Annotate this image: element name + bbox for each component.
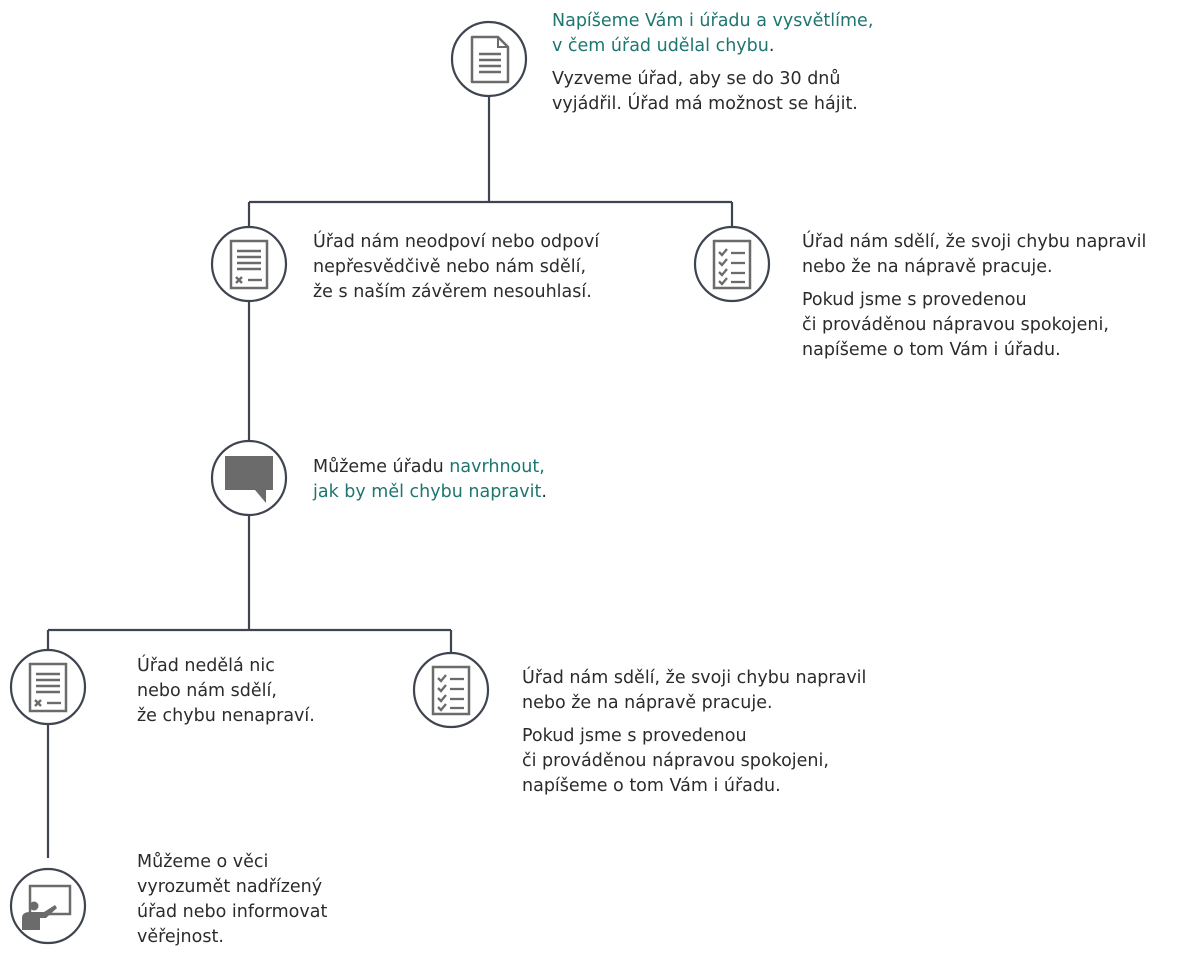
step2-right-paragraph: Pokud jsme s provedenou či prováděnou náp… — [802, 288, 1184, 363]
step4-left-text: Úřad nedělá nic nebo nám sdělí, že chybu n… — [137, 654, 397, 729]
step2-right-text: Úřad nám sdělí, že svoji chybu napravil n… — [802, 230, 1184, 363]
step4-right-line: Pokud jsme s provedenou — [522, 726, 747, 746]
step5-line: úřad nebo informovat — [137, 902, 328, 922]
step1-highlight-line2: v čem úřad udělal chybu — [552, 36, 769, 56]
step1-highlight-paragraph: Napíšeme Vám i úřadu a vysvětlíme, v čem … — [552, 9, 972, 59]
step4-right-paragraph: Úřad nám sdělí, že svoji chybu napravil n… — [522, 666, 942, 716]
step1-highlight-line1: Napíšeme Vám i úřadu a vysvětlíme, — [552, 11, 874, 31]
step3-paragraph: Můžeme úřadu navrhnout, jak by měl chybu … — [313, 455, 673, 505]
presentation-icon — [9, 867, 87, 945]
step3-highlight-line2: jak by měl chybu napravit — [313, 482, 542, 502]
step5-paragraph: Můžeme o věci vyrozumět nadřízený úřad neb… — [137, 850, 417, 950]
step4-right-line: či prováděnou nápravou spokojeni, — [522, 751, 829, 771]
step1-line: Vyzveme úřad, aby se do 30 dnů — [552, 69, 841, 89]
step2-right-line: Pokud jsme s provedenou — [802, 290, 1027, 310]
step5-line: věřejnost. — [137, 927, 224, 947]
step2-right-line: napíšeme o tom Vám i úřadu. — [802, 340, 1061, 360]
step4-right-line: Úřad nám sdělí, že svoji chybu napravil — [522, 668, 867, 688]
step4-left-paragraph: Úřad nedělá nic nebo nám sdělí, že chybu n… — [137, 654, 397, 729]
step4-left-line: že chybu nenapraví. — [137, 706, 315, 726]
rejected-document-icon — [9, 648, 87, 726]
step5-line: Můžeme o věci — [137, 852, 269, 872]
step3-period: . — [541, 482, 547, 502]
step1-text: Napíšeme Vám i úřadu a vysvětlíme, v čem … — [552, 9, 972, 117]
step3-start: Můžeme úřadu — [313, 457, 450, 477]
step4-right-text: Úřad nám sdělí, že svoji chybu napravil n… — [522, 666, 942, 799]
step4-right-line: nebo že na nápravě pracuje. — [522, 693, 773, 713]
step4-left-line: nebo nám sdělí, — [137, 681, 277, 701]
step5-line: vyrozumět nadřízený — [137, 877, 323, 897]
connector-lines — [46, 97, 734, 858]
step4-right-paragraph: Pokud jsme s provedenou či prováděnou náp… — [522, 724, 942, 799]
step1-line: vyjádřil. Úřad má možnost se hájit. — [552, 94, 858, 114]
checklist-icon — [412, 651, 490, 729]
step2-right-line: Úřad nám sdělí, že svoji chybu napravil — [802, 232, 1147, 252]
step4-left-line: Úřad nedělá nic — [137, 656, 275, 676]
step1-period: . — [768, 36, 775, 56]
step4-right-line: napíšeme o tom Vám i úřadu. — [522, 776, 781, 796]
step2-right-line: nebo že na nápravě pracuje. — [802, 257, 1053, 277]
step1-paragraph: Vyzveme úřad, aby se do 30 dnů vyjádřil. … — [552, 67, 972, 117]
rejected-document-icon — [210, 225, 288, 303]
step2-right-line: či prováděnou nápravou spokojeni, — [802, 315, 1109, 335]
checklist-icon — [693, 225, 771, 303]
step2-left-paragraph: Úřad nám neodpoví nebo odpoví nepřesvědči… — [313, 230, 683, 305]
step2-left-line: nepřesvědčivě nebo nám sdělí, — [313, 257, 587, 277]
step2-left-line: že s naším závěrem nesouhlasí. — [313, 282, 592, 302]
step2-left-line: Úřad nám neodpoví nebo odpoví — [313, 232, 600, 252]
speech-bubble-icon — [210, 439, 288, 517]
document-icon — [450, 20, 528, 98]
step2-left-text: Úřad nám neodpoví nebo odpoví nepřesvědči… — [313, 230, 683, 305]
step2-right-paragraph: Úřad nám sdělí, že svoji chybu napravil n… — [802, 230, 1184, 280]
step3-highlight-line1: navrhnout, — [449, 457, 545, 477]
step5-text: Můžeme o věci vyrozumět nadřízený úřad neb… — [137, 850, 417, 950]
step3-text: Můžeme úřadu navrhnout, jak by měl chybu … — [313, 455, 673, 505]
